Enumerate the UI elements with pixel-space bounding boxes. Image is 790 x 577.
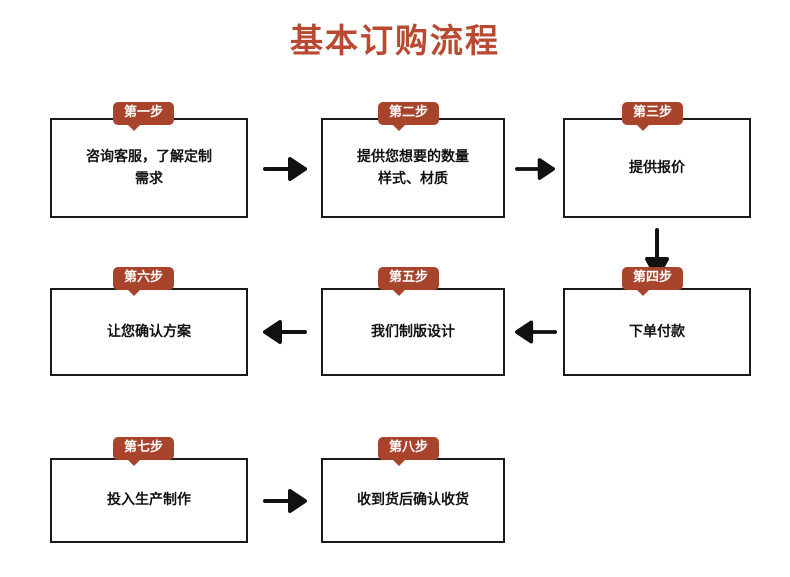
- step-label-7: 投入生产制作: [107, 492, 191, 509]
- step-box-2: 提供您想要的数量 样式、材质: [321, 118, 505, 218]
- step-box-7: 投入生产制作: [50, 458, 248, 543]
- step-label-8: 收到货后确认收货: [357, 492, 469, 509]
- step-badge-1: 第一步: [113, 102, 175, 132]
- step-badge-5: 第五步: [378, 267, 440, 297]
- step-badge-8: 第八步: [378, 437, 440, 467]
- arrow-step1-to-step2: [262, 152, 308, 186]
- arrow-step4-to-step5: [514, 315, 558, 349]
- arrow-step7-to-step8: [262, 484, 308, 518]
- step-label-1: 咨询客服，了解定制 需求: [86, 148, 212, 187]
- step-box-5: 我们制版设计: [321, 288, 505, 376]
- step-box-1: 咨询客服，了解定制 需求: [50, 118, 248, 218]
- step-label-5: 我们制版设计: [371, 323, 455, 340]
- step-badge-3: 第三步: [622, 102, 684, 132]
- step-label-2: 提供您想要的数量 样式、材质: [357, 148, 469, 187]
- step-label-6: 让您确认方案: [107, 323, 191, 340]
- arrow-step2-to-step3: [514, 152, 556, 186]
- step-badge-6: 第六步: [113, 267, 175, 297]
- step-box-3: 提供报价: [563, 118, 751, 218]
- page-title: 基本订购流程: [290, 21, 500, 60]
- arrow-step5-to-step6: [262, 315, 308, 349]
- step-badge-2: 第二步: [378, 102, 440, 132]
- step-label-4: 下单付款: [629, 323, 685, 340]
- step-label-3: 提供报价: [629, 159, 685, 176]
- step-box-8: 收到货后确认收货: [321, 458, 505, 543]
- step-badge-4: 第四步: [622, 267, 684, 297]
- step-badge-7: 第七步: [113, 437, 175, 467]
- step-box-4: 下单付款: [563, 288, 751, 376]
- step-box-6: 让您确认方案: [50, 288, 248, 376]
